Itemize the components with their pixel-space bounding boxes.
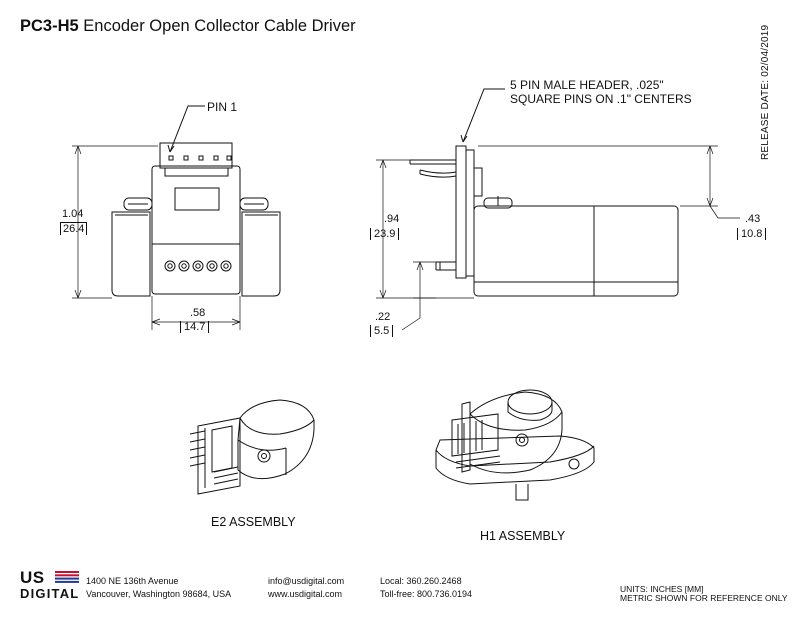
header-callout-line2: SQUARE PINS ON .1" CENTERS (510, 92, 692, 106)
footer-address: 1400 NE 136th Avenue Vancouver, Washingt… (86, 575, 231, 601)
dim-overall-height-in: 1.04 (62, 208, 84, 220)
footer-phone: Local: 360.260.2468 Toll-free: 800.736.0… (380, 575, 472, 601)
title-description: Encoder Open Collector Cable Driver (78, 17, 356, 35)
front-view (72, 105, 281, 330)
pin1-callout: PIN 1 (207, 100, 238, 114)
dim-pin-length-in: .22 (375, 311, 391, 323)
dim-top-offset-mm: 10.8 (737, 228, 767, 240)
dim-pin-length-mm: 5.5 (370, 325, 394, 337)
local-phone: Local: 360.260.2468 (380, 576, 462, 586)
page-title: PC3-H5 Encoder Open Collector Cable Driv… (20, 17, 356, 36)
dim-width-in: .58 (190, 307, 206, 319)
email-link[interactable]: info@usdigital.com (268, 576, 345, 586)
model-number: PC3-H5 (20, 17, 79, 35)
e2-assembly-illustration (189, 399, 315, 495)
website-link[interactable]: www.usdigital.com (268, 589, 343, 599)
h1-assembly-illustration (435, 389, 595, 501)
flag-icon (55, 571, 79, 583)
us-digital-logo[interactable]: US DIGITAL (20, 568, 80, 604)
dim-width-mm: 14.7 (180, 321, 210, 333)
units-line2: METRIC SHOWN FOR REFERENCE ONLY (620, 593, 788, 603)
logo-us-text: US (20, 568, 45, 587)
header-callout-line1: 5 PIN MALE HEADER, .025" (510, 78, 664, 92)
dim-top-offset-in: .43 (745, 213, 761, 225)
address-line2: Vancouver, Washington 98684, USA (86, 589, 232, 599)
dim-side-height-mm: 23.9 (370, 228, 400, 240)
side-view (376, 88, 740, 331)
dim-overall-height-mm: 26.4 (60, 222, 88, 235)
units-line1: UNITS: INCHES [MM] (620, 584, 704, 594)
tollfree-phone: Toll-free: 800.736.0194 (380, 589, 473, 599)
logo-digital-text: DIGITAL (20, 586, 80, 601)
header-callout: 5 PIN MALE HEADER, .025" SQUARE PINS ON … (510, 78, 692, 106)
units-note: UNITS: INCHES [MM] METRIC SHOWN FOR REFE… (620, 585, 788, 603)
footer-contact: info@usdigital.com www.usdigital.com (268, 575, 344, 601)
e2-assembly-label: E2 ASSEMBLY (211, 515, 296, 529)
dim-side-height-in: .94 (384, 213, 400, 225)
h1-assembly-label: H1 ASSEMBLY (480, 529, 566, 543)
address-line1: 1400 NE 136th Avenue (86, 576, 179, 586)
